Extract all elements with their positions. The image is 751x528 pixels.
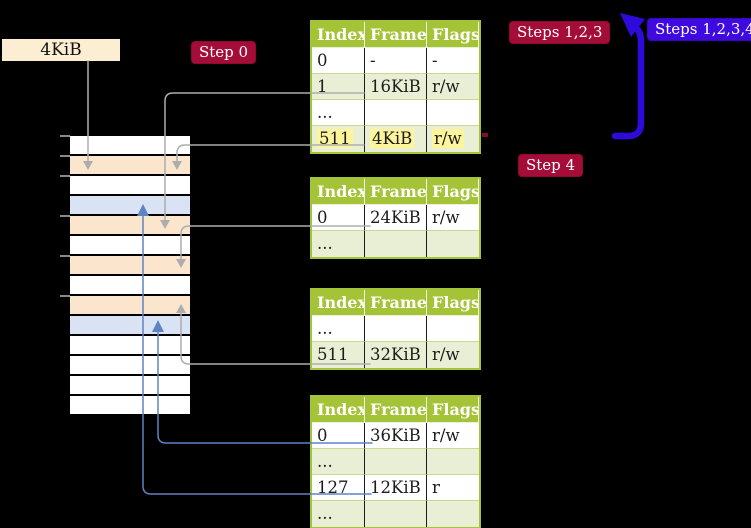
- table-cell: 4KiB: [365, 126, 427, 152]
- memory-frame-row: [70, 276, 190, 294]
- memory-frame-row: [70, 396, 190, 414]
- table-cell: 24KiB: [365, 205, 427, 231]
- column-header-frame: Frame: [365, 290, 427, 316]
- memory-frame-row: [70, 316, 190, 334]
- memory-frame-row: [70, 296, 190, 314]
- step-4-badge: Step 4: [518, 154, 584, 177]
- table-row: ...: [312, 100, 479, 126]
- memory-tick: [60, 295, 70, 297]
- small-marker: [482, 133, 488, 137]
- column-header-frame: Frame: [365, 397, 427, 423]
- table-row: 511 4KiB r/w: [312, 126, 479, 152]
- table-row: ...: [312, 449, 479, 475]
- column-header-frame: Frame: [365, 179, 427, 205]
- memory-tick: [60, 255, 70, 257]
- highlighted-value: 511: [317, 129, 353, 148]
- frame-size-label: 4KiB: [2, 39, 120, 61]
- memory-tick: [60, 135, 70, 137]
- table-cell: [427, 231, 479, 257]
- column-header-flags: Flags: [427, 179, 479, 205]
- table-row: 0--: [312, 48, 479, 74]
- table-cell: -: [365, 48, 427, 74]
- table-cell: ...: [312, 501, 365, 527]
- table-cell: r/w: [427, 126, 479, 152]
- table-cell: [427, 316, 479, 342]
- table-cell: 36KiB: [365, 423, 427, 449]
- table-cell: -: [427, 48, 479, 74]
- table-cell: 511: [312, 342, 365, 368]
- table-cell: [365, 100, 427, 126]
- table-cell: 1: [312, 74, 365, 100]
- memory-frame-row: [70, 336, 190, 354]
- steps-flow-arrow: [611, 21, 645, 140]
- column-header-flags: Flags: [427, 22, 479, 48]
- memory-frame-row: [70, 376, 190, 394]
- table-cell: [427, 449, 479, 475]
- table-cell: ...: [312, 100, 365, 126]
- table-cell: r/w: [427, 74, 479, 100]
- table-cell: 0: [312, 205, 365, 231]
- table-cell: 511: [312, 126, 365, 152]
- table-cell: r: [427, 475, 479, 501]
- table-cell: ...: [312, 316, 365, 342]
- table-cell: 12KiB: [365, 475, 427, 501]
- column-header-frame: Frame: [365, 22, 427, 48]
- table-row: ...: [312, 231, 479, 257]
- table-cell: [365, 449, 427, 475]
- memory-frame-row: [70, 156, 190, 174]
- steps-flow-arrow-head: [620, 13, 645, 37]
- table-cell: 32KiB: [365, 342, 427, 368]
- table-row: ...: [312, 501, 479, 527]
- table-cell: [365, 316, 427, 342]
- highlighted-value: r/w: [432, 129, 464, 148]
- table-cell: 16KiB: [365, 74, 427, 100]
- step-0-badge: Step 0: [191, 41, 257, 64]
- table-cell: ...: [312, 449, 365, 475]
- steps-123-badge: Steps 1,2,3: [509, 21, 611, 44]
- table-row: ...: [312, 316, 479, 342]
- memory-frame-row: [70, 136, 190, 154]
- steps-1234-badge: Steps 1,2,3,4: [647, 18, 751, 41]
- table-cell: ...: [312, 231, 365, 257]
- table-cell: r/w: [427, 423, 479, 449]
- table-cell: [365, 501, 427, 527]
- memory-frame-row: [70, 256, 190, 274]
- memory-frame-row: [70, 176, 190, 194]
- column-header-index: Index: [312, 22, 365, 48]
- memory-tick: [60, 155, 70, 157]
- table-cell: [365, 231, 427, 257]
- memory-frame-row: [70, 216, 190, 234]
- table-cell: [427, 501, 479, 527]
- table-cell: [427, 100, 479, 126]
- memory-frame-row: [70, 196, 190, 214]
- highlighted-value: 4KiB: [370, 129, 415, 148]
- table-cell: 127: [312, 475, 365, 501]
- table-cell: r/w: [427, 342, 479, 368]
- column-header-flags: Flags: [427, 290, 479, 316]
- column-header-flags: Flags: [427, 397, 479, 423]
- column-header-index: Index: [312, 397, 365, 423]
- column-header-index: Index: [312, 290, 365, 316]
- column-header-index: Index: [312, 179, 365, 205]
- memory-frame-row: [70, 236, 190, 254]
- memory-tick: [60, 215, 70, 217]
- memory-tick: [60, 175, 70, 177]
- memory-frame-row: [70, 356, 190, 374]
- table-cell: 0: [312, 48, 365, 74]
- table-cell: r/w: [427, 205, 479, 231]
- table-cell: 0: [312, 423, 365, 449]
